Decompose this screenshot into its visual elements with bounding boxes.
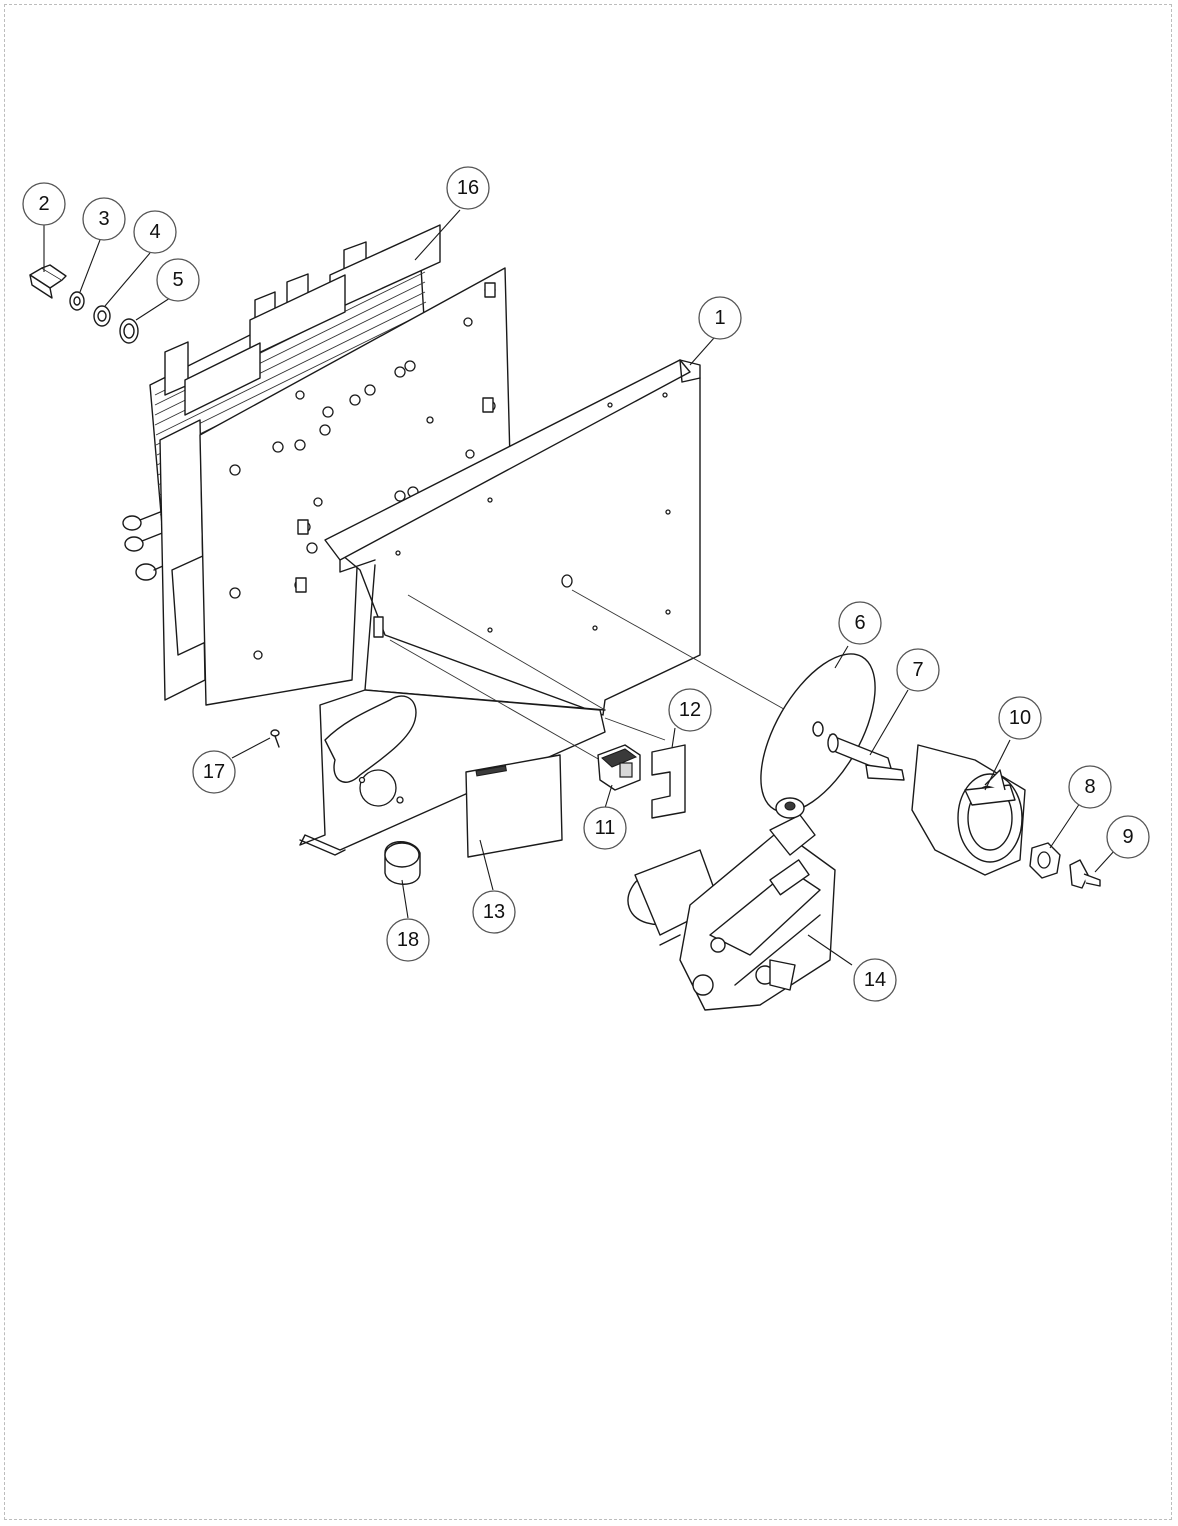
callout-5: 5 <box>156 258 200 302</box>
callout-label: 14 <box>864 969 886 991</box>
callout-8: 8 <box>1068 765 1112 809</box>
callout-2: 2 <box>22 182 66 226</box>
part-14-wire-feed-motor <box>627 797 836 1011</box>
part-13-label-plate <box>465 754 563 858</box>
callout-label: 13 <box>483 901 505 923</box>
callout-circle <box>1068 765 1112 809</box>
callout-label: 11 <box>595 817 616 839</box>
page-border <box>4 4 1172 1520</box>
callout-label: 17 <box>203 761 225 783</box>
callout-7: 7 <box>896 648 940 692</box>
callout-circle <box>472 890 516 934</box>
callout-circle <box>668 688 712 732</box>
callout-label: 8 <box>1084 776 1095 798</box>
part-12-gasket <box>651 744 686 819</box>
part-10-hub <box>911 744 1026 876</box>
callout-10: 10 <box>998 696 1042 740</box>
callout-circle <box>583 806 627 850</box>
part-1-mounting-panel <box>299 359 831 856</box>
callout-circle <box>853 958 897 1002</box>
part-18-knob <box>384 841 421 885</box>
callout-circle <box>156 258 200 302</box>
callout-13: 13 <box>472 890 516 934</box>
callout-circle <box>192 750 236 794</box>
part-9-wing-screw <box>1069 859 1101 889</box>
callout-circle <box>896 648 940 692</box>
part-11-rocker-switch <box>597 744 641 791</box>
callout-label: 1 <box>714 307 725 329</box>
callout-circle <box>446 166 490 210</box>
callout-9: 9 <box>1106 815 1150 859</box>
callout-label: 9 <box>1122 826 1133 848</box>
callout-6: 6 <box>838 601 882 645</box>
callout-circle <box>82 197 126 241</box>
callout-label: 10 <box>1009 707 1031 729</box>
part-17-screw <box>270 729 280 748</box>
part-7-spindle <box>827 733 905 781</box>
callout-16: 16 <box>446 166 490 210</box>
part-16-heatsink-assembly <box>122 224 511 706</box>
callout-circle <box>22 182 66 226</box>
callout-label: 16 <box>457 177 479 199</box>
callout-circle <box>1106 815 1150 859</box>
callout-circle <box>698 296 742 340</box>
callout-4: 4 <box>133 210 177 254</box>
callout-circle <box>386 918 430 962</box>
leader-lines <box>43 209 1116 966</box>
callout-11: 11 <box>583 806 627 850</box>
callout-circle <box>998 696 1042 740</box>
callout-18: 18 <box>386 918 430 962</box>
part-5-washer <box>119 318 139 344</box>
callout-label: 6 <box>854 612 865 634</box>
callout-label: 12 <box>679 699 701 721</box>
callout-label: 5 <box>172 269 183 291</box>
callout-label: 4 <box>149 221 160 243</box>
callout-circle <box>838 601 882 645</box>
callout-label: 18 <box>397 929 419 951</box>
part-8-nut <box>1029 842 1061 879</box>
callout-3: 3 <box>82 197 126 241</box>
part-2-bolt <box>29 264 67 299</box>
callout-1: 1 <box>698 296 742 340</box>
part-4-washer <box>93 305 111 327</box>
part-3-washer <box>69 291 85 311</box>
part-6-disc <box>760 653 876 813</box>
callout-label: 2 <box>38 193 49 215</box>
callout-circle <box>133 210 177 254</box>
callout-17: 17 <box>192 750 236 794</box>
callout-label: 7 <box>912 659 923 681</box>
callout-12: 12 <box>668 688 712 732</box>
callout-label: 3 <box>98 208 109 230</box>
callout-14: 14 <box>853 958 897 1002</box>
